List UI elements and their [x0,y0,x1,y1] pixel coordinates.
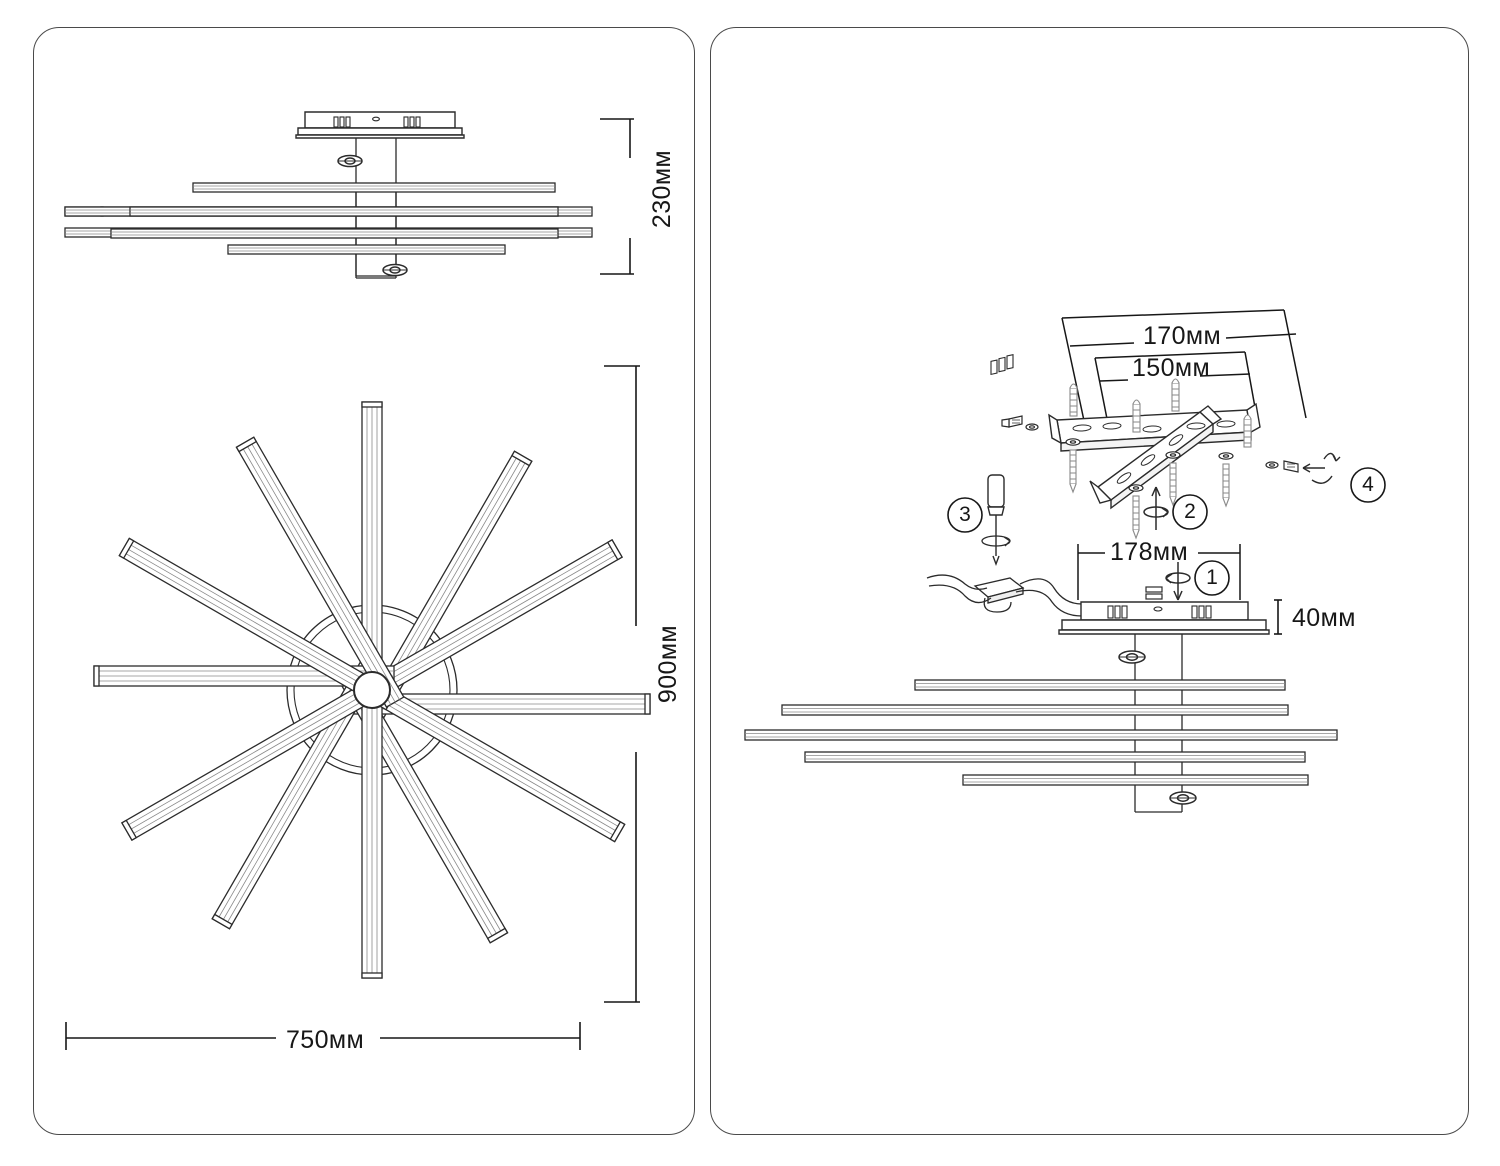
step1-arrow [1165,562,1191,601]
washer [1218,452,1234,460]
installation-steps-panel [710,27,1469,1135]
light-bar [781,704,1289,716]
canopy-hole [1153,606,1163,612]
screw [1222,463,1230,508]
washer-group [1025,423,1279,492]
wall-anchor [1132,399,1141,433]
screw [1169,462,1177,507]
washer [1065,438,1081,446]
screwdriver-rotation-arrow [981,535,1011,547]
dimension-height-230 [600,118,634,275]
ceiling-canopy-assembly [1058,601,1270,635]
side-screw-right [1283,460,1299,473]
wall-anchor [1069,383,1078,417]
center-hub [353,671,391,709]
canopy-hole [372,116,380,122]
vent-slots [333,116,421,128]
light-bar [804,751,1306,763]
thumbscrew-lower-assembly [1169,791,1197,805]
screw-group [1069,449,1230,540]
dimension-40 [1274,599,1282,635]
vent-slots [1107,605,1212,619]
step-circle-4 [1350,467,1386,503]
light-bar [744,729,1338,741]
dimension-label-178: 178мм [1110,538,1189,566]
wall-anchor-group [1069,378,1252,448]
wall-anchor [1171,378,1180,412]
step-circle-1 [1194,560,1230,596]
dimension-900 [604,365,640,1003]
washer [1025,423,1039,431]
dimension-label-750: 750мм [286,1026,365,1054]
connector-clip [1145,586,1163,600]
top-plan-view [93,401,651,979]
light-bar [129,206,559,217]
thumbscrew-upper [337,154,363,168]
side-bar-5 [227,244,506,255]
dimension-750 [65,1022,581,1050]
light-bar [962,774,1309,786]
ceiling-canopy [295,111,465,139]
wall-anchor [1243,414,1252,448]
thumbscrew-lower [382,263,408,277]
dimension-label-40: 40мм [1292,604,1356,632]
washer [1265,461,1279,469]
step-circle-3 [947,497,983,533]
light-bar [914,679,1286,691]
step2-arrow [1143,486,1169,530]
thumbscrew-upper-assembly [1118,650,1146,664]
step-label-3: 3 [959,503,971,526]
wire-group [926,574,1083,617]
step-label-2: 2 [1184,500,1196,523]
center-column-assembly [1134,634,1183,813]
terminal-block [973,354,1025,604]
screw [1069,449,1077,494]
screwdriver-icon [987,474,1005,566]
washer [1128,484,1144,492]
screw [1132,495,1140,540]
dimension-178 [1077,544,1241,600]
dimension-label-170: 170мм [1143,322,1222,350]
light-bar [235,436,405,708]
side-screw-left [1001,415,1023,428]
side-bar-4 [110,228,559,239]
dimension-label-150: 150мм [1132,354,1211,382]
step-label-4: 4 [1362,473,1374,496]
dimension-170-box [1061,309,1307,431]
step-circle-2 [1172,494,1208,530]
step4-arrow [1302,452,1341,484]
light-bar [192,182,556,193]
washer [1165,451,1181,459]
assembly-light-bars [744,679,1338,786]
step-label-1: 1 [1206,566,1218,589]
